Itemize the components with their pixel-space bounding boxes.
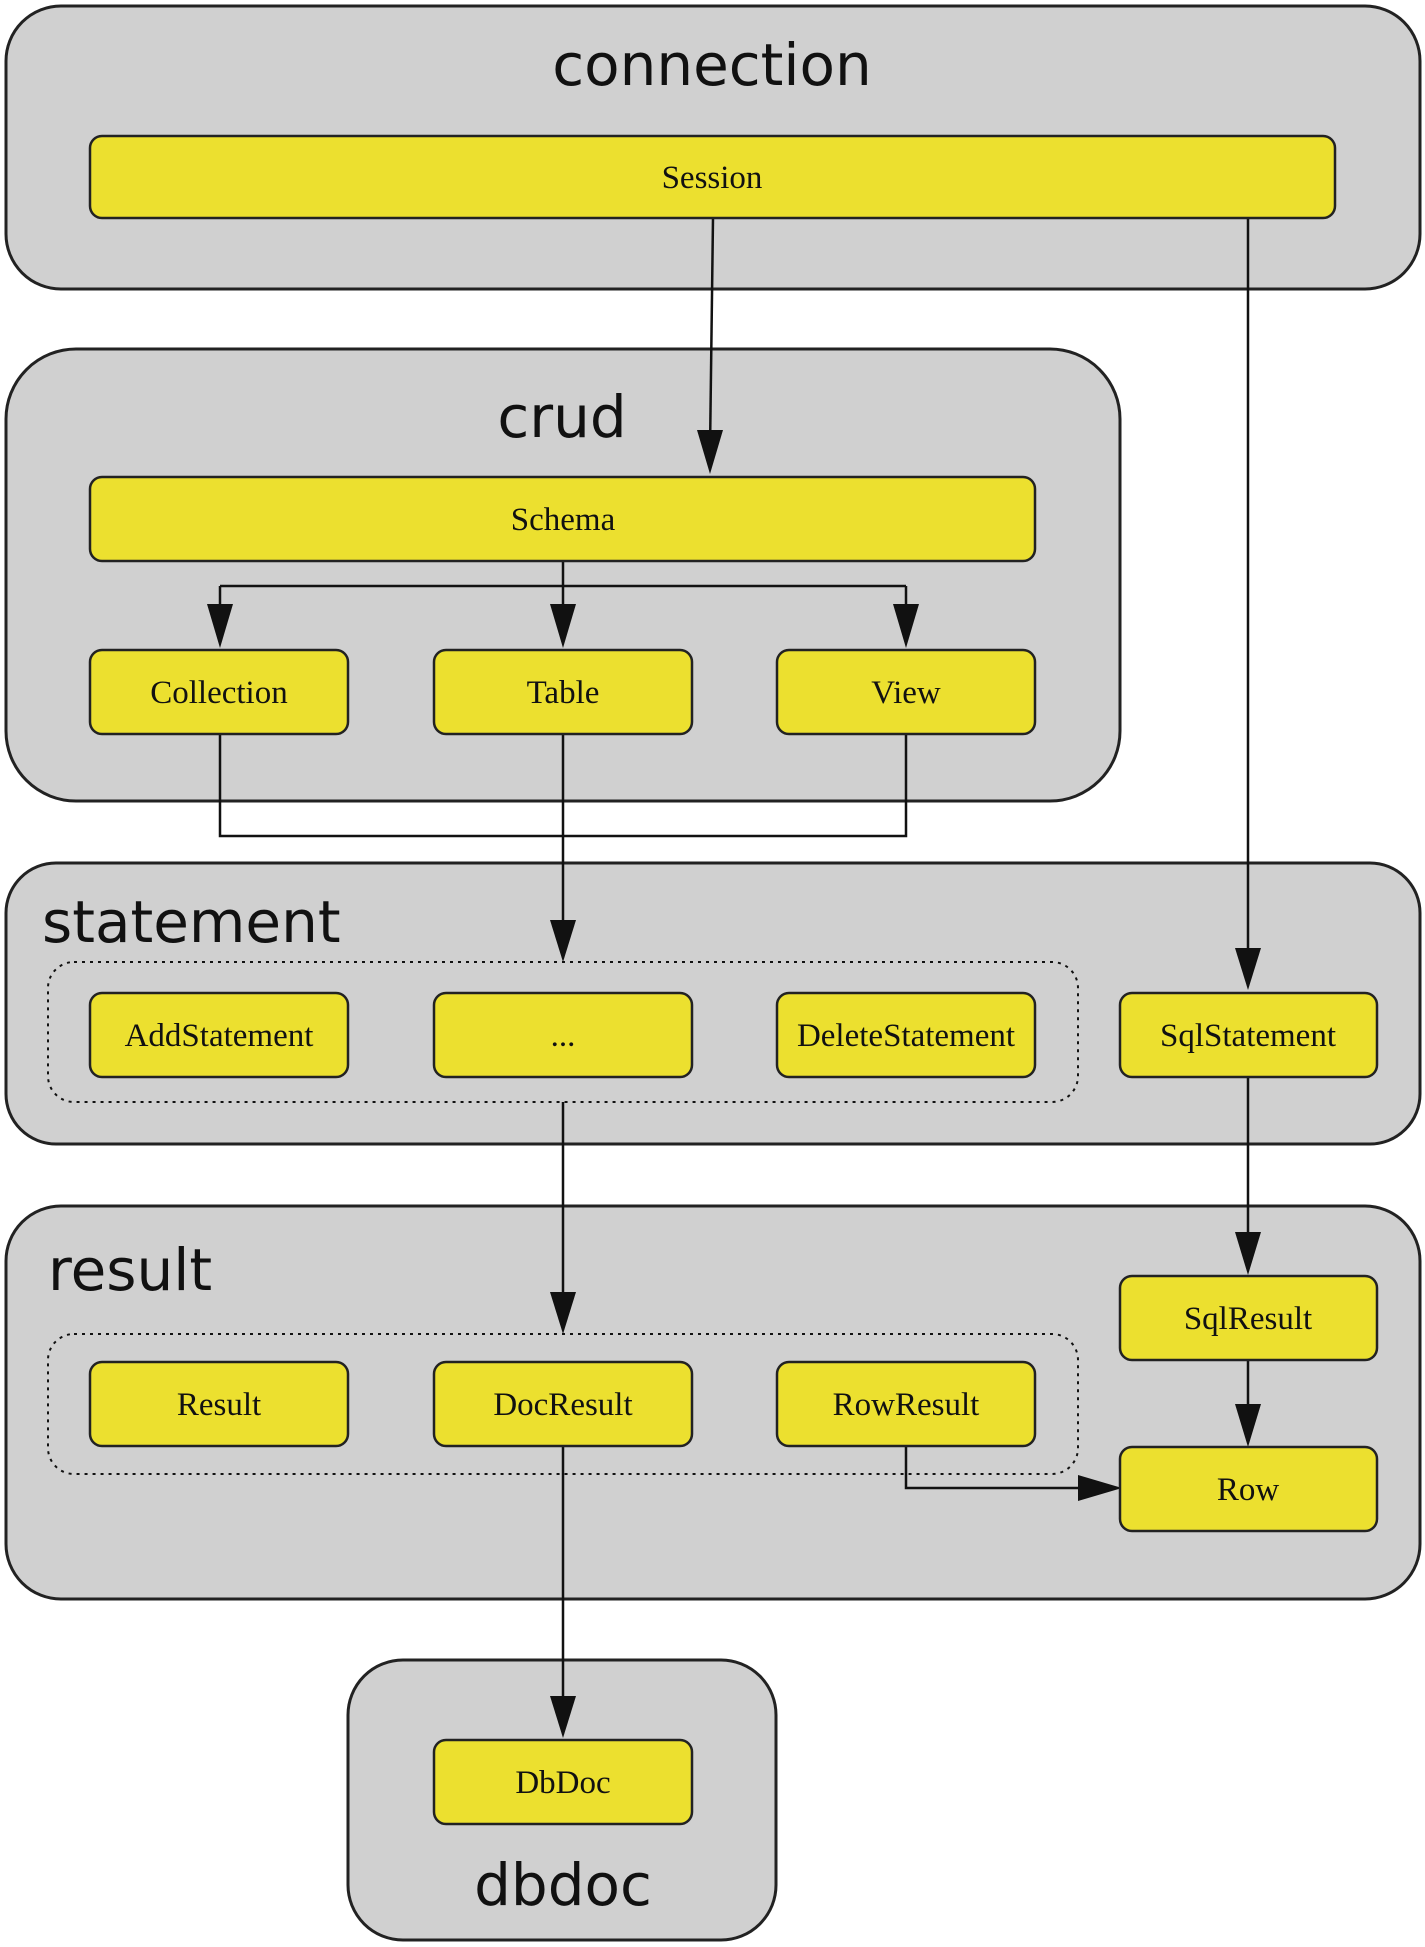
arrowhead-schema <box>697 430 723 474</box>
node-docresult-label: DocResult <box>493 1387 632 1423</box>
arrowhead-view <box>893 604 919 648</box>
node-table-label: Table <box>527 675 600 711</box>
node-result-label: Result <box>177 1387 261 1423</box>
node-deletestatement-label: DeleteStatement <box>797 1018 1015 1054</box>
node-rowresult[interactable]: RowResult <box>775 1360 1037 1448</box>
result-group <box>4 1204 1422 1601</box>
node-session[interactable]: Session <box>88 134 1337 220</box>
crud-group-title: crud <box>497 383 626 451</box>
arrowhead-table <box>550 604 576 648</box>
node-addstatement[interactable]: AddStatement <box>88 991 350 1079</box>
node-deletestatement[interactable]: DeleteStatement <box>775 991 1037 1079</box>
node-row[interactable]: Row <box>1118 1445 1379 1533</box>
node-view-label: View <box>871 675 941 711</box>
node-addstatement-label: AddStatement <box>125 1018 314 1054</box>
arrowhead-statements <box>550 920 576 962</box>
node-view[interactable]: View <box>775 648 1037 736</box>
dbdoc-group-title: dbdoc <box>474 1851 652 1919</box>
node-sqlstatement[interactable]: SqlStatement <box>1118 991 1379 1079</box>
node-ellipsis-statement-label: ... <box>551 1018 576 1054</box>
edge-session-schema <box>708 217 715 451</box>
node-session-label: Session <box>662 160 763 196</box>
node-sqlresult[interactable]: SqlResult <box>1118 1274 1379 1362</box>
node-docresult[interactable]: DocResult <box>432 1360 694 1448</box>
arrowhead-sqlresult <box>1235 1232 1261 1275</box>
arrowhead-dbdoc <box>550 1696 576 1738</box>
edges <box>207 217 1261 1738</box>
statement-group-title: statement <box>42 888 341 956</box>
node-schema-label: Schema <box>511 502 616 538</box>
edge-rowresult-row <box>904 1446 1100 1490</box>
node-sqlstatement-label: SqlStatement <box>1160 1018 1336 1054</box>
node-dbdoc[interactable]: DbDoc <box>432 1738 694 1826</box>
node-collection[interactable]: Collection <box>88 648 350 736</box>
node-ellipsis-statement[interactable]: ... <box>432 991 694 1079</box>
node-dbdoc-label: DbDoc <box>515 1765 610 1801</box>
statement-group <box>4 861 1422 1146</box>
arrowhead-results <box>550 1292 576 1334</box>
node-schema[interactable]: Schema <box>88 475 1037 563</box>
node-row-label: Row <box>1217 1472 1280 1508</box>
node-sqlresult-label: SqlResult <box>1184 1301 1312 1337</box>
connection-group-title: connection <box>552 31 872 99</box>
node-rowresult-label: RowResult <box>833 1387 980 1423</box>
arrowhead-sqlstatement <box>1235 948 1261 990</box>
arrowhead-row-side <box>1078 1475 1122 1501</box>
node-result[interactable]: Result <box>88 1360 350 1448</box>
result-group-title: result <box>48 1236 212 1304</box>
node-collection-label: Collection <box>150 675 287 711</box>
arrowhead-collection <box>207 604 233 648</box>
node-table[interactable]: Table <box>432 648 694 736</box>
arrowhead-row <box>1235 1404 1261 1447</box>
